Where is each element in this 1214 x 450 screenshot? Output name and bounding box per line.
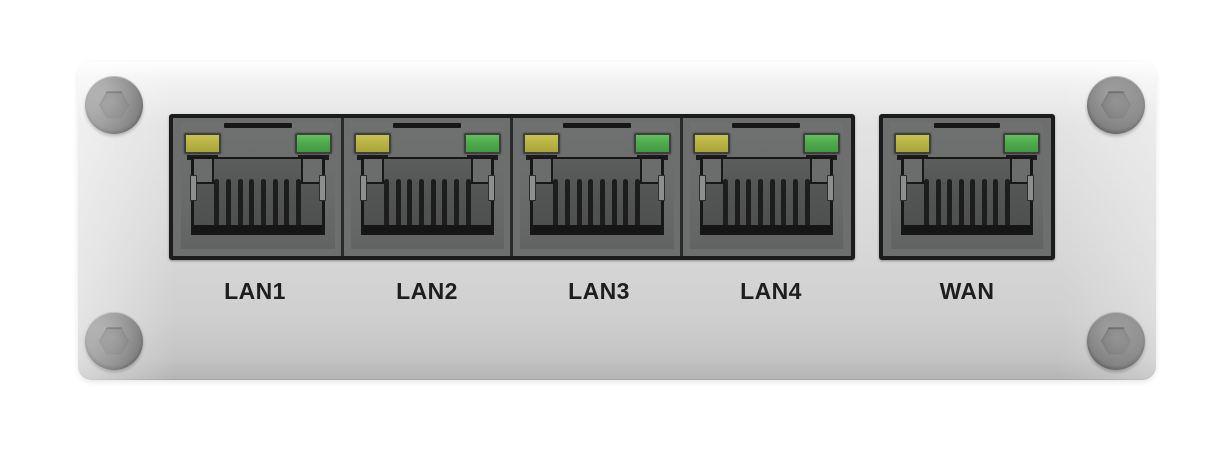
port-label-wan: WAN [939, 278, 995, 304]
screw-top-right [1087, 76, 1145, 134]
jack-contact-pins [722, 179, 810, 228]
jack-shoulder-right [809, 159, 830, 184]
jack-contact-pins [214, 179, 302, 228]
screw-top-left [85, 76, 143, 134]
lan-port-group [169, 114, 855, 260]
led-amber-lan1 [184, 133, 221, 154]
jack-bottom-lip [904, 225, 1030, 232]
port-label-lan3: LAN3 [568, 278, 630, 304]
hex-socket-icon [99, 91, 129, 119]
jack-shoulder-left [363, 159, 384, 184]
jack-shoulder-left [904, 159, 925, 184]
jack-shoulder-left [194, 159, 215, 184]
jack-shoulder-left [533, 159, 554, 184]
jack-clip-right [827, 175, 834, 202]
jack-housing [181, 123, 335, 249]
ethernet-port-lan1[interactable] [173, 118, 343, 256]
port-label-lan4: LAN4 [740, 278, 802, 304]
jack-clip-left [190, 175, 197, 202]
ethernet-port-lan3[interactable] [510, 118, 682, 256]
jack-cavity [190, 157, 326, 235]
hex-socket-icon [1101, 327, 1131, 355]
jack-bottom-lip [194, 225, 322, 232]
jack-clip-right [488, 175, 495, 202]
ethernet-port-wan[interactable] [883, 118, 1051, 256]
led-amber-lan3 [523, 133, 560, 154]
jack-notch [562, 123, 631, 128]
jack-housing [689, 123, 843, 249]
jack-shoulder-right [470, 159, 491, 184]
ethernet-port-lan2[interactable] [340, 118, 513, 256]
screw-bottom-left [85, 312, 143, 370]
jack-shoulder-right [640, 159, 661, 184]
jack-shoulder-right [1009, 159, 1030, 184]
jack-bottom-lip [702, 225, 830, 232]
jack-notch [223, 123, 292, 128]
hex-socket-icon [1101, 91, 1131, 119]
jack-cavity [900, 157, 1034, 235]
jack-clip-right [1027, 175, 1034, 202]
led-green-lan2 [464, 133, 501, 154]
port-labels: LAN1 LAN2 LAN3 LAN4 WAN [169, 278, 1055, 304]
jack-clip-left [359, 175, 367, 202]
port-label-lan1: LAN1 [224, 278, 286, 304]
jack-clip-right [318, 175, 326, 202]
jack-bottom-lip [363, 225, 491, 232]
jack-contact-pins [553, 179, 641, 228]
jack-notch [933, 123, 1001, 128]
port-label-lan2: LAN2 [396, 278, 458, 304]
jack-cavity [698, 157, 834, 235]
led-green-lan1 [294, 133, 332, 154]
jack-notch [393, 123, 461, 128]
jack-housing [891, 123, 1043, 249]
led-green-lan4 [803, 133, 840, 154]
hex-socket-icon [99, 327, 129, 355]
jack-housing [350, 123, 504, 249]
led-green-wan [1003, 133, 1040, 154]
jack-cavity [359, 157, 495, 235]
jack-housing [520, 123, 674, 249]
jack-clip-left [529, 175, 536, 202]
jack-clip-left [698, 175, 706, 202]
led-green-lan3 [633, 133, 671, 154]
ethernet-port-lan4[interactable] [679, 118, 852, 256]
jack-contact-pins [924, 179, 1010, 228]
screw-bottom-right [1087, 312, 1145, 370]
wan-port-group [879, 114, 1055, 260]
led-amber-lan4 [692, 133, 730, 154]
led-amber-lan2 [353, 133, 391, 154]
jack-notch [732, 123, 800, 128]
jack-bottom-lip [533, 225, 661, 232]
jack-cavity [529, 157, 665, 235]
jack-clip-left [900, 175, 907, 202]
led-amber-wan [894, 133, 931, 154]
jack-contact-pins [383, 179, 471, 228]
jack-shoulder-right [301, 159, 322, 184]
jack-clip-right [657, 175, 665, 202]
jack-shoulder-left [702, 159, 723, 184]
